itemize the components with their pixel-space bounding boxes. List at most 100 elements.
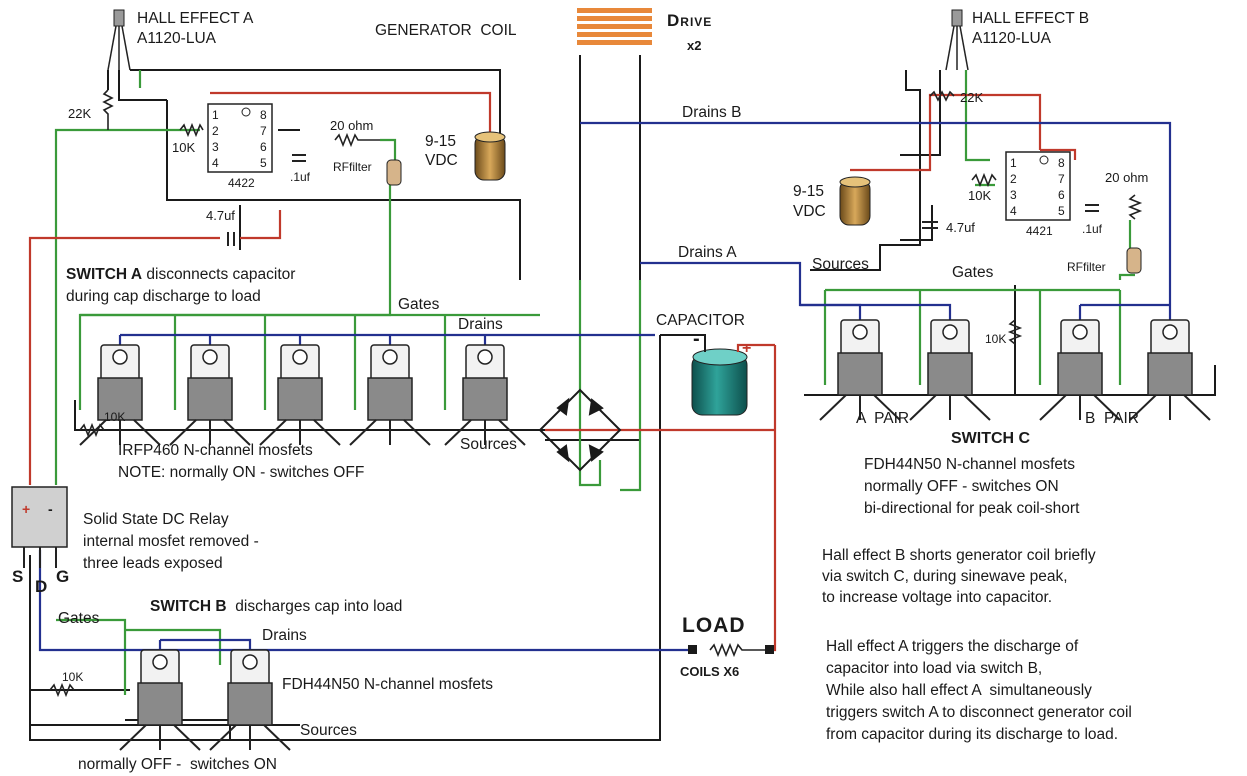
drains-a-label: Drains A xyxy=(678,244,737,261)
switch-a-drains: Drains xyxy=(458,316,503,333)
switch-a-desc1: disconnects capacitor xyxy=(146,266,296,283)
pin-label: 5 xyxy=(260,156,267,170)
pin-label: 3 xyxy=(212,140,219,154)
small-capacitors xyxy=(227,154,1099,246)
pin-label: 1 xyxy=(212,108,219,122)
note-line: Hall effect A triggers the discharge of xyxy=(826,638,1079,655)
switch-b-drains: Drains xyxy=(262,627,307,644)
driver-a-chip: 4422 xyxy=(228,176,255,190)
hall-b-part: A1120-LUA xyxy=(972,30,1051,47)
pin-label: 2 xyxy=(1010,172,1017,186)
note-line: Hall effect B shorts generator coil brie… xyxy=(822,547,1096,564)
switch-c-gates: Gates xyxy=(952,264,994,281)
pin-label: 8 xyxy=(260,108,267,122)
load-sub: COILS X6 xyxy=(680,664,740,679)
pin-label: 7 xyxy=(260,124,267,138)
capacitor-label: CAPACITOR xyxy=(656,312,745,329)
relay-pin-g: G xyxy=(56,567,70,586)
note-line: triggers switch A to disconnect generato… xyxy=(826,704,1132,721)
note-line: via switch C, during sinewave peak, xyxy=(822,568,1068,585)
hall-a-title: HALL EFFECT A xyxy=(137,10,254,27)
relay-pin-d: D xyxy=(35,577,48,596)
switch-b-part: FDH44N50 N-channel mosfets xyxy=(282,676,494,693)
pin-label: 4 xyxy=(1010,204,1017,218)
driver-b-cap: .1uf xyxy=(1082,222,1103,236)
switch-c-title: SWITCH C xyxy=(951,430,1031,447)
generator-coil xyxy=(577,8,652,45)
relay-line2: internal mosfet removed - xyxy=(83,533,259,550)
green-wires xyxy=(54,70,1135,695)
load-coil xyxy=(688,645,774,654)
pin-label: 4 xyxy=(212,156,219,170)
switch-b-note: normally OFF - switches ON xyxy=(78,756,277,773)
capacitor-minus: - xyxy=(693,328,700,350)
solid-state-relay xyxy=(11,486,68,568)
switch-a-resistor: 10K xyxy=(104,410,126,424)
driver-ic-a xyxy=(207,103,273,173)
switch-b-sources: Sources xyxy=(300,722,357,739)
pin-label: 8 xyxy=(1058,156,1065,170)
note-hall-b: Hall effect B shorts generator coil brie… xyxy=(822,545,1096,608)
main-capacitor xyxy=(660,334,775,416)
blue-wires xyxy=(38,121,1172,652)
switch-a-desc2: during cap discharge to load xyxy=(66,288,261,305)
hall-a-part: A1120-LUA xyxy=(137,30,216,47)
battery-b-v2: VDC xyxy=(793,203,826,220)
pin-label: 1 xyxy=(1010,156,1017,170)
switch-c-line2: normally OFF - switches ON xyxy=(864,478,1059,495)
note-line: from capacitor during its discharge to l… xyxy=(826,726,1119,743)
note-line: to increase voltage into capacitor. xyxy=(822,589,1053,606)
relay-pin-s: S xyxy=(12,567,24,586)
switch-c-line3: bi-directional for peak coil-short xyxy=(864,500,1080,517)
resistors xyxy=(49,89,1143,698)
pin-label: 3 xyxy=(1010,188,1017,202)
battery-b-v1: 9-15 xyxy=(793,183,825,200)
rf-filter-a xyxy=(386,159,402,186)
switch-b-mosfets xyxy=(119,649,291,751)
bridge-rectifier xyxy=(538,388,622,472)
note-line: capacitor into load via switch B, xyxy=(826,660,1043,677)
load-title: LOAD xyxy=(682,614,746,637)
switch-c-line1: FDH44N50 N-channel mosfets xyxy=(864,456,1076,473)
battery-b xyxy=(839,176,871,226)
driver-b-chip: 4421 xyxy=(1026,224,1053,238)
switch-a-title: SWITCH A xyxy=(66,266,143,283)
note-line: While also hall effect A simultaneously xyxy=(826,682,1092,699)
pin-label: 2 xyxy=(212,124,219,138)
switch-a-part: IRFP460 N-channel mosfets xyxy=(118,442,313,459)
driver-ic-b xyxy=(1005,151,1071,221)
hall-effect-b-sensor xyxy=(945,9,969,71)
pin-label: 7 xyxy=(1058,172,1065,186)
switch-b-title: SWITCH B xyxy=(150,598,227,615)
driver-a-cap-big: 4.7uf xyxy=(206,208,235,223)
hall-effect-a-sensor xyxy=(107,9,131,71)
hall-b-title: HALL EFFECT B xyxy=(972,10,1090,27)
switch-a-line1: SWITCH A disconnects capacitor xyxy=(66,266,295,284)
driver-a-r-in: 10K xyxy=(172,140,196,155)
drive-label: Drive xyxy=(667,11,713,30)
driver-a-cap: .1uf xyxy=(290,170,311,184)
switch-b-line1: SWITCH B discharges cap into load xyxy=(150,598,402,616)
relay-minus: - xyxy=(48,501,53,517)
switch-a-note: NOTE: normally ON - switches OFF xyxy=(118,464,365,481)
relay-plus: + xyxy=(22,501,31,517)
drains-b-label: Drains B xyxy=(682,104,742,121)
pin-label: 6 xyxy=(260,140,267,154)
switch-c-resistor: 10K xyxy=(985,332,1007,346)
relay-line1: Solid State DC Relay xyxy=(83,511,229,528)
battery-a xyxy=(474,131,506,181)
capacitor-plus: + xyxy=(742,340,752,357)
driver-a-r-out: 20 ohm xyxy=(330,118,374,133)
driver-b-r-out: 20 ohm xyxy=(1105,170,1149,185)
note-hall-a: Hall effect A triggers the discharge of … xyxy=(826,636,1132,746)
driver-b-cap-big: 4.7uf xyxy=(946,220,975,235)
driver-b-pullup: 22K xyxy=(960,90,984,105)
driver-b-r-in: 10K xyxy=(968,188,992,203)
battery-a-v2: VDC xyxy=(425,152,458,169)
pin-label: 6 xyxy=(1058,188,1065,202)
switch-c-sources: Sources xyxy=(812,256,869,273)
pin-label: 5 xyxy=(1058,204,1065,218)
switch-b-resistor: 10K xyxy=(62,670,84,684)
switch-c-pair-b: B PAIR xyxy=(1085,410,1139,427)
